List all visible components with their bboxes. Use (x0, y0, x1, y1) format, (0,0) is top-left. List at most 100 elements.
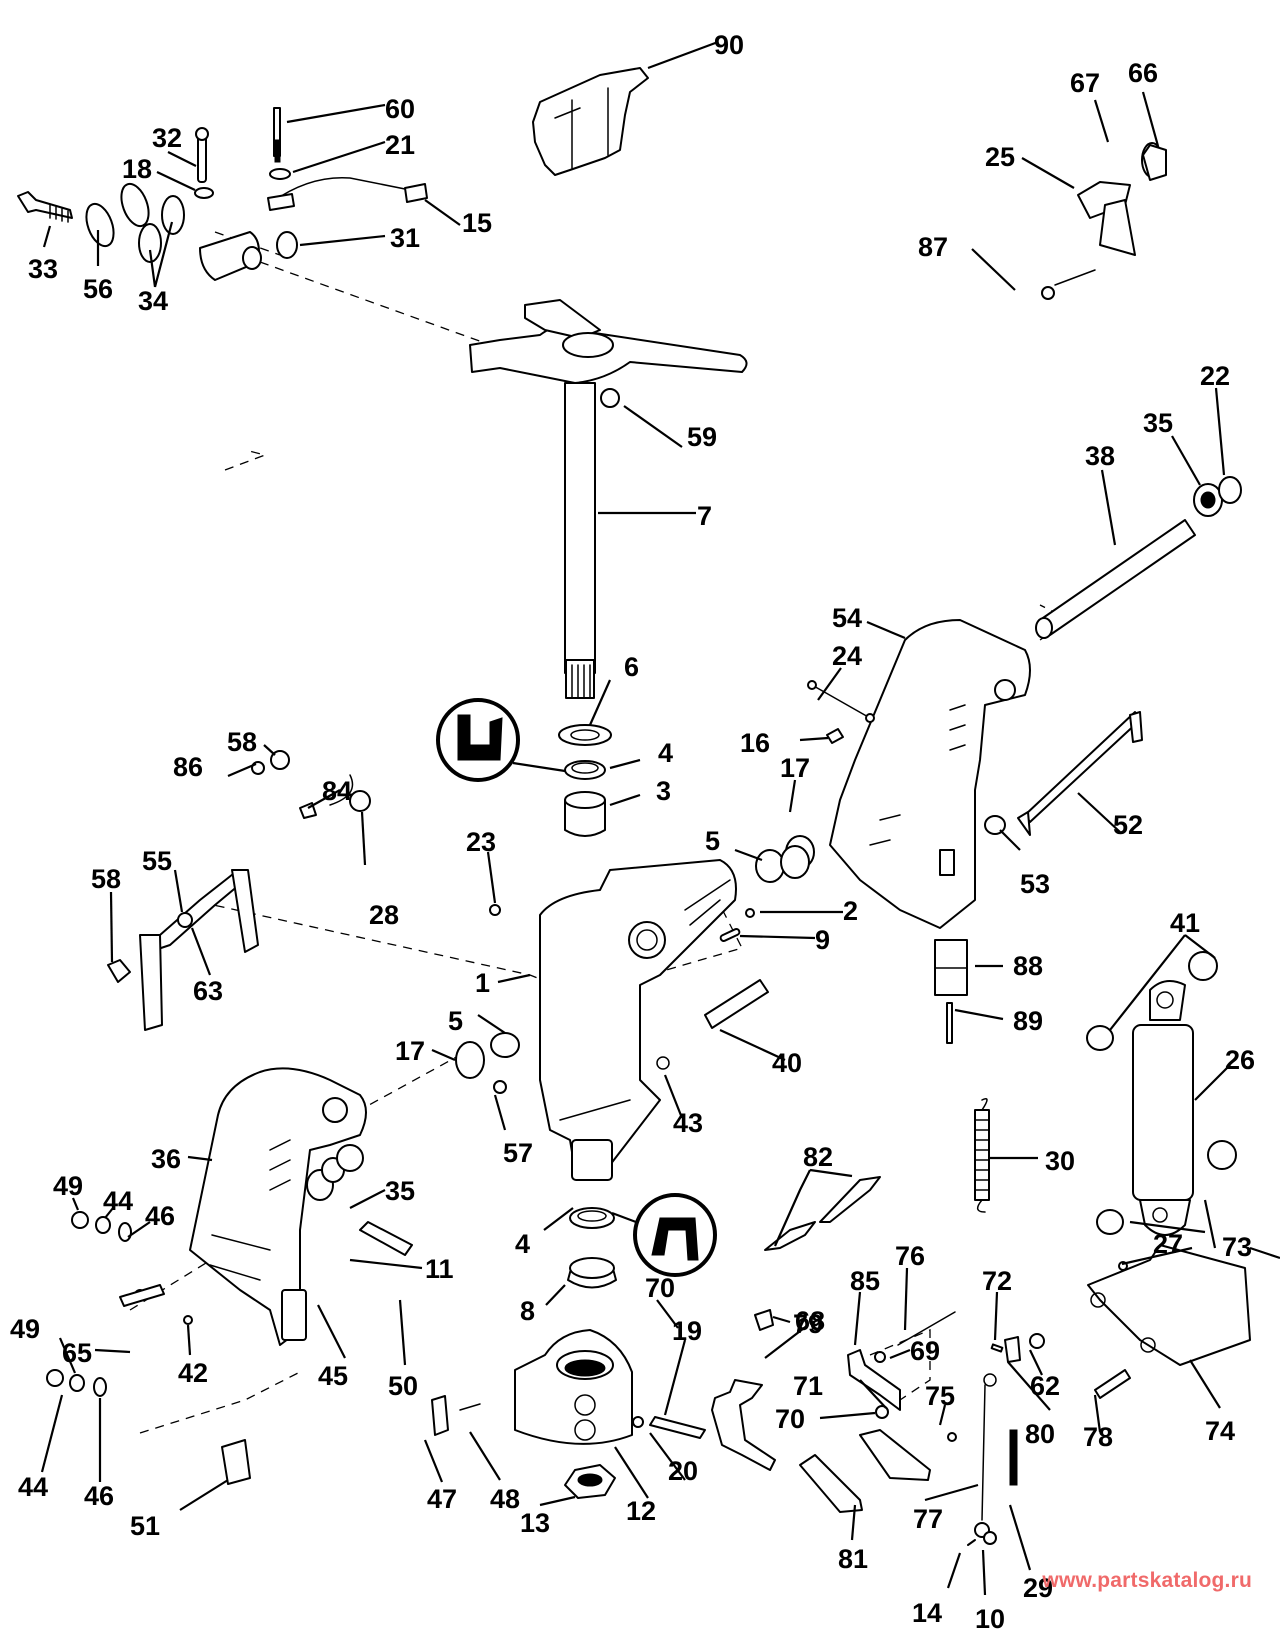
lubricant-badge-lower (633, 1193, 717, 1277)
callout-80: 80 (1025, 1419, 1055, 1449)
callout-73: 73 (1222, 1232, 1252, 1262)
callout-63: 63 (193, 976, 223, 1006)
tilt-lever-assembly (107, 750, 371, 1031)
callout-11: 11 (425, 1254, 454, 1284)
callout-20: 20 (668, 1456, 698, 1486)
callout-24: 24 (832, 641, 862, 671)
callout-10: 10 (975, 1604, 1005, 1634)
callout-16: 16 (740, 728, 770, 758)
callout-49: 49 (53, 1171, 83, 1201)
callout-53: 53 (1020, 869, 1050, 899)
callout-35-lower: 35 (385, 1176, 415, 1206)
callout-13: 13 (520, 1508, 550, 1538)
callout-47: 47 (427, 1484, 457, 1514)
callout-46: 46 (145, 1201, 175, 1231)
callout-81: 81 (838, 1544, 868, 1574)
right-lever-hardware (780, 680, 1143, 879)
callout-19: 19 (672, 1316, 702, 1346)
callout-44: 44 (103, 1186, 133, 1216)
callout-2: 2 (843, 896, 858, 926)
upper-left-hardware (17, 107, 428, 281)
callout-51: 51 (130, 1511, 160, 1541)
callout-60: 60 (385, 94, 415, 124)
callout-44-lower: 44 (18, 1472, 48, 1502)
callout-6: 6 (624, 652, 639, 682)
callout-67: 67 (1070, 68, 1100, 98)
callout-22: 22 (1200, 361, 1230, 391)
callout-72: 72 (982, 1266, 1012, 1296)
upper-right-hardware (1041, 142, 1167, 300)
callout-26: 26 (1225, 1045, 1255, 1075)
callout-41: 41 (1170, 908, 1200, 938)
callout-70: 70 (645, 1273, 675, 1303)
callout-18: 18 (122, 154, 152, 184)
callout-85: 85 (850, 1266, 880, 1296)
callout-31: 31 (390, 223, 420, 253)
callout-82: 82 (803, 1142, 833, 1172)
callout-50: 50 (388, 1371, 418, 1401)
callout-5: 5 (705, 826, 720, 856)
callout-17: 17 (780, 753, 810, 783)
callout-58-lower: 58 (91, 864, 121, 894)
part-54-bracket (829, 619, 1031, 929)
callout-9: 9 (815, 925, 830, 955)
callout-36: 36 (151, 1144, 181, 1174)
callout-59: 59 (687, 422, 717, 452)
callout-23: 23 (466, 827, 496, 857)
callout-79: 79 (793, 1309, 823, 1339)
part-74-bracket (1087, 1244, 1251, 1399)
callout-70-lower: 70 (775, 1404, 805, 1434)
callout-55: 55 (142, 846, 172, 876)
callout-17-lower: 17 (395, 1036, 425, 1066)
callout-57: 57 (503, 1138, 533, 1168)
callout-76: 76 (895, 1241, 925, 1271)
callout-4-lower: 4 (515, 1229, 530, 1259)
callout-69: 69 (910, 1336, 940, 1366)
callout-1: 1 (475, 968, 490, 998)
callout-43: 43 (673, 1108, 703, 1138)
callout-78: 78 (1083, 1422, 1113, 1452)
callout-labels: 90 60 32 21 18 15 33 56 34 31 67 66 25 8… (10, 30, 1255, 1634)
callout-7: 7 (697, 501, 712, 531)
callout-21: 21 (385, 130, 415, 160)
callout-12: 12 (626, 1496, 656, 1526)
callout-71: 71 (793, 1371, 823, 1401)
lower-swivel-hardware (514, 1207, 706, 1499)
callout-28: 28 (369, 900, 399, 930)
part-38-pin (1035, 476, 1242, 639)
part-1-swivel-bracket (539, 859, 737, 1181)
callout-14: 14 (912, 1598, 942, 1628)
watermark-link[interactable]: www.partskatalog.ru (1042, 1569, 1252, 1592)
callout-25: 25 (985, 142, 1015, 172)
callout-30: 30 (1045, 1146, 1075, 1176)
callout-49-lower: 49 (10, 1314, 40, 1344)
callout-27: 27 (1153, 1229, 1183, 1259)
lubricant-symbol-icon (457, 714, 503, 761)
left-small-hardware (46, 1211, 251, 1485)
callout-34: 34 (138, 286, 168, 316)
callout-86: 86 (173, 752, 203, 782)
callout-65: 65 (62, 1338, 92, 1368)
lubricant-symbol-icon (651, 1217, 699, 1261)
callout-52: 52 (1113, 810, 1143, 840)
callout-84: 84 (322, 776, 352, 806)
callout-77: 77 (913, 1504, 943, 1534)
part-26-tilt-cylinder (1086, 951, 1237, 1236)
callout-33: 33 (28, 254, 58, 284)
callout-58: 58 (227, 727, 257, 757)
callout-3: 3 (656, 776, 671, 806)
callout-48: 48 (490, 1484, 520, 1514)
callout-89: 89 (1013, 1006, 1043, 1036)
upper-bushings (558, 724, 612, 837)
callout-62: 62 (1030, 1371, 1060, 1401)
callout-46-lower: 46 (84, 1481, 114, 1511)
lubricant-badge-upper (436, 698, 520, 782)
callout-4: 4 (658, 738, 673, 768)
callout-75: 75 (925, 1381, 955, 1411)
callout-5-lower: 5 (448, 1006, 463, 1036)
part-90-cover (532, 67, 649, 176)
callout-66: 66 (1128, 58, 1158, 88)
lower-linkage (431, 1309, 1045, 1546)
callout-38: 38 (1085, 441, 1115, 471)
leader-lines (40, 40, 1280, 1596)
